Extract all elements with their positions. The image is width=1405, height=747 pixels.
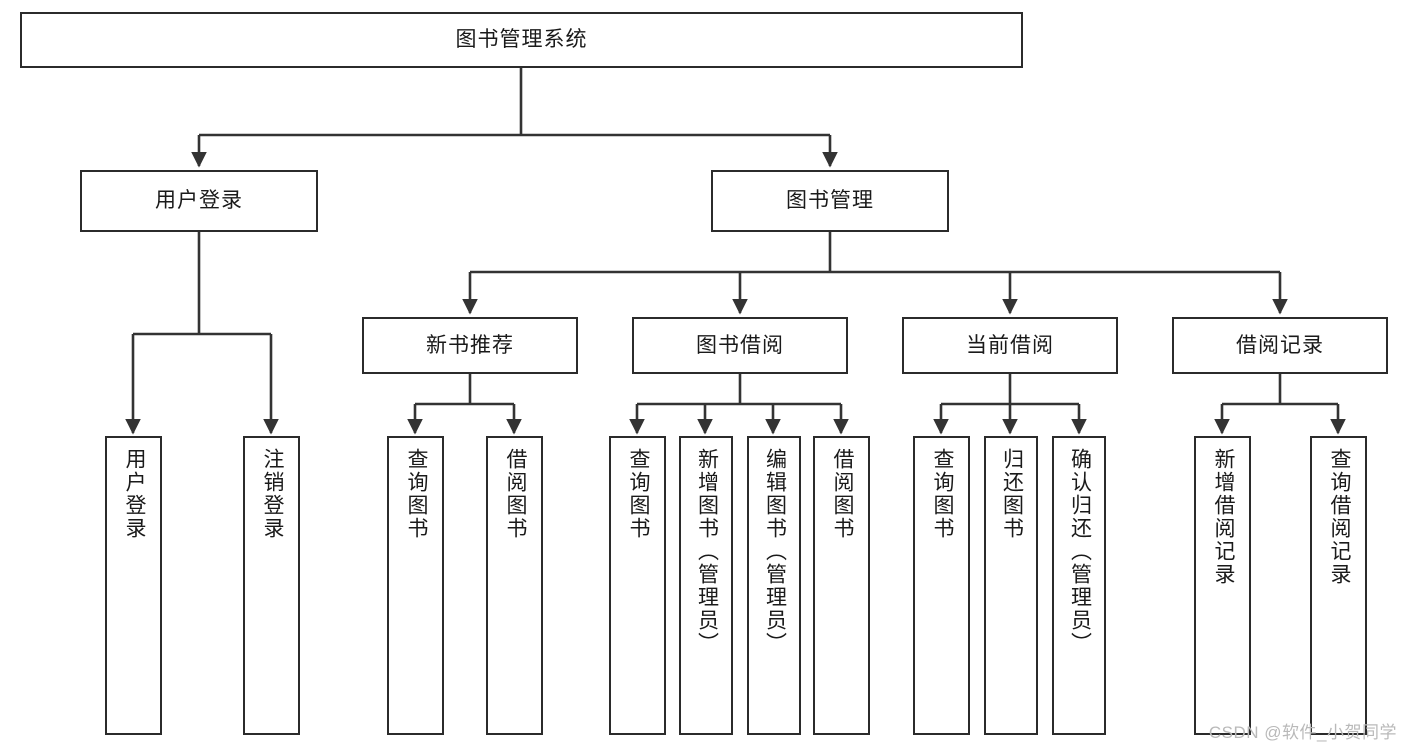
node-book-borrow[interactable]: 图书借阅 [632,317,848,374]
node-user-login[interactable]: 用户登录 [80,170,318,232]
leaf-confirm-return-admin[interactable]: 确认归还（管理员） [1052,436,1106,735]
watermark: CSDN @软件_小贺同学 [1208,723,1397,742]
leaf-label: 借阅图书 [503,448,527,540]
leaf-label: 用户登录 [122,448,146,540]
leaf-label: 归还图书 [1000,448,1024,540]
leaf-logout[interactable]: 注销登录 [243,436,300,735]
node-current-borrow[interactable]: 当前借阅 [902,317,1118,374]
leaf-query-books-newbook[interactable]: 查询图书 [387,436,444,735]
leaf-return-books[interactable]: 归还图书 [984,436,1038,735]
leaf-label: 查询借阅记录 [1327,448,1351,586]
leaf-label: 查询图书 [404,448,428,540]
leaf-label: 确认归还（管理员） [1068,448,1092,655]
leaf-edit-book-admin[interactable]: 编辑图书（管理员） [747,436,801,735]
leaf-add-borrow-record[interactable]: 新增借阅记录 [1194,436,1251,735]
leaf-query-books-current[interactable]: 查询图书 [913,436,970,735]
node-book-management[interactable]: 图书管理 [711,170,949,232]
leaf-borrow-books-newbook[interactable]: 借阅图书 [486,436,543,735]
leaf-label: 编辑图书（管理员） [763,448,787,655]
node-borrow-records[interactable]: 借阅记录 [1172,317,1388,374]
leaf-label: 借阅图书 [830,448,854,540]
leaf-label: 查询图书 [626,448,650,540]
node-root[interactable]: 图书管理系统 [20,12,1023,68]
leaf-query-borrow-record[interactable]: 查询借阅记录 [1310,436,1367,735]
leaf-label: 新增借阅记录 [1211,448,1235,586]
leaf-user-login[interactable]: 用户登录 [105,436,162,735]
node-new-book-recommend[interactable]: 新书推荐 [362,317,578,374]
leaf-query-books-borrow[interactable]: 查询图书 [609,436,666,735]
leaf-label: 新增图书（管理员） [695,448,719,655]
leaf-label: 注销登录 [260,448,284,540]
leaf-label: 查询图书 [930,448,954,540]
leaf-borrow-books-borrow[interactable]: 借阅图书 [813,436,870,735]
leaf-add-book-admin[interactable]: 新增图书（管理员） [679,436,733,735]
